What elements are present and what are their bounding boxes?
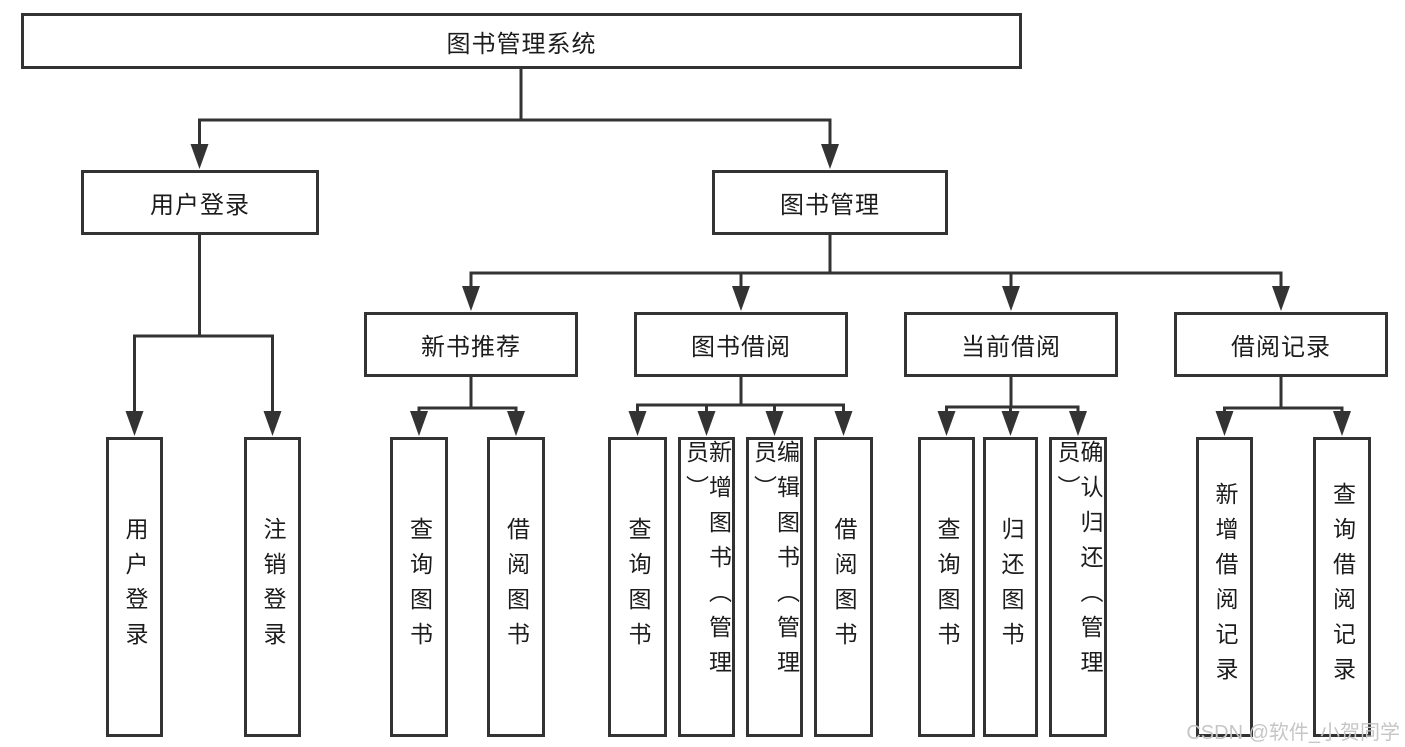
node-leaf-edit-books-admin: 编辑图书（管理员） — [746, 437, 803, 737]
leaf-label: 查询图书 — [934, 517, 960, 657]
node-borrowing-records: 借阅记录 — [1174, 312, 1388, 377]
leaf-label: 借阅图书 — [503, 517, 530, 657]
node-leaf-user-login: 用户登录 — [106, 437, 163, 737]
leaf-label: 查询图书 — [625, 517, 651, 657]
arrowhead-down-icon — [937, 411, 956, 436]
node-leaf-query-books-recommend: 查询图书 — [390, 437, 448, 737]
arrowhead-down-icon — [410, 411, 428, 436]
node-leaf-borrow-books-recommend: 借阅图书 — [487, 437, 545, 737]
leaf-label: 确认归还（管理员） — [1054, 440, 1103, 685]
leaf-label: 用户登录 — [122, 517, 148, 657]
node-root: 图书管理系统 — [21, 13, 1022, 69]
arrowhead-down-icon — [732, 286, 750, 311]
arrowhead-down-icon — [263, 411, 282, 436]
node-new-book-recommend: 新书推荐 — [364, 312, 578, 377]
leaf-label: 查询借阅记录 — [1329, 482, 1356, 692]
arrowhead-down-icon — [628, 411, 647, 436]
node-current-borrowing: 当前借阅 — [904, 312, 1118, 377]
arrowhead-down-icon — [1215, 411, 1234, 436]
node-leaf-add-borrow-record: 新增借阅记录 — [1196, 437, 1253, 737]
node-leaf-logout: 注销登录 — [244, 437, 301, 737]
arrowhead-down-icon — [1272, 286, 1290, 311]
arrowhead-down-icon — [1001, 411, 1020, 436]
node-book-management: 图书管理 — [712, 170, 948, 235]
node-leaf-add-books-admin: 新增图书（管理员） — [678, 437, 735, 737]
leaf-label: 归还图书 — [998, 517, 1024, 657]
leaf-label: 新增借阅记录 — [1212, 482, 1238, 692]
node-leaf-query-books-borrowing: 查询图书 — [608, 437, 667, 737]
arrowhead-down-icon — [1069, 411, 1087, 436]
node-leaf-query-borrow-record: 查询借阅记录 — [1313, 437, 1371, 737]
arrowhead-down-icon — [507, 411, 525, 436]
arrowhead-down-icon — [1333, 411, 1351, 436]
arrowhead-down-icon — [1002, 286, 1020, 311]
node-user-login: 用户登录 — [81, 170, 319, 235]
leaf-label: 新增图书（管理员） — [682, 440, 732, 685]
node-leaf-confirm-return-admin: 确认归还（管理员） — [1049, 437, 1107, 737]
arrowhead-down-icon — [190, 144, 209, 169]
csdn-watermark: CSDN @软件_小贺同学 — [1186, 722, 1400, 744]
arrowhead-down-icon — [834, 411, 853, 436]
arrowhead-down-icon — [125, 411, 144, 436]
leaf-label: 借阅图书 — [831, 517, 857, 657]
node-leaf-return-books: 归还图书 — [983, 437, 1038, 737]
leaf-label: 查询图书 — [406, 517, 433, 657]
node-leaf-borrow-books-borrowing: 借阅图书 — [814, 437, 873, 737]
arrowhead-down-icon — [697, 411, 716, 436]
leaf-label: 注销登录 — [260, 517, 286, 657]
node-leaf-query-books-current: 查询图书 — [918, 437, 975, 737]
leaf-label: 编辑图书（管理员） — [750, 440, 800, 685]
arrowhead-down-icon — [765, 411, 784, 436]
node-book-borrowing: 图书借阅 — [634, 312, 848, 377]
arrowhead-down-icon — [821, 144, 839, 169]
arrowhead-down-icon — [462, 286, 480, 311]
